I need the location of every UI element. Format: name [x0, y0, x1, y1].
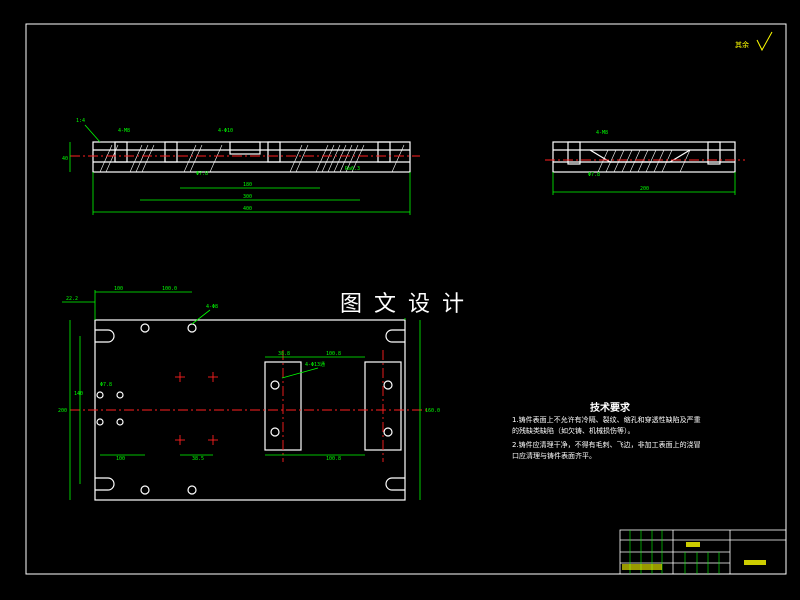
svg-text:100: 100: [114, 286, 123, 292]
svg-text:160.0: 160.0: [425, 408, 440, 414]
svg-text:38.8: 38.8: [278, 351, 290, 357]
svg-text:100: 100: [116, 456, 125, 462]
svg-text:Φ7.8: Φ7.8: [196, 171, 208, 177]
svg-text:200: 200: [640, 186, 649, 192]
svg-text:200: 200: [58, 408, 67, 414]
roughness-symbol: [756, 31, 773, 52]
tech-requirement-1b: 的残缺类缺陷（如欠铸、机械损伤等）。: [512, 427, 635, 435]
svg-text:4-Φ8: 4-Φ8: [206, 304, 218, 310]
svg-text:4-M8: 4-M8: [596, 130, 608, 136]
svg-text:140: 140: [74, 391, 83, 397]
tech-requirement-1a: 1.铸件表面上不允许有冷隔、裂纹、缩孔和穿透性缺陷及严重: [512, 416, 701, 424]
tech-requirements-title: 技术要求: [590, 403, 630, 414]
watermark-text: 图文设计: [338, 286, 479, 318]
tech-requirement-2b: 口应清理与铸件表面齐平。: [512, 452, 596, 460]
title-block: [619, 529, 787, 575]
svg-text:1:4: 1:4: [76, 118, 85, 124]
svg-text:180: 180: [243, 182, 252, 188]
svg-text:100.8: 100.8: [326, 351, 341, 357]
roughness-note: 其余: [735, 41, 749, 49]
svg-text:22.2: 22.2: [66, 296, 78, 302]
svg-text:4-Φ10: 4-Φ10: [218, 128, 233, 134]
svg-text:100.8: 100.8: [326, 456, 341, 462]
front-section-view: 400 300 180 40 1:4 4-M8 4-Φ10 Ra6.3 Φ7.8: [62, 118, 420, 215]
svg-text:4-M8: 4-M8: [118, 128, 130, 134]
svg-text:100.0: 100.0: [162, 286, 177, 292]
svg-text:400: 400: [243, 206, 252, 212]
tech-requirement-2a: 2.铸件应清理干净，不得有毛刺、飞边，非加工表面上的浇冒: [512, 441, 701, 449]
sheet-frame: [25, 23, 787, 575]
plan-view: 100 100.0 22.2 200 140 160.0 38.8 100.8 …: [58, 286, 440, 501]
svg-text:40: 40: [62, 156, 68, 162]
svg-text:Φ7.8: Φ7.8: [100, 382, 112, 388]
side-section-view: 200 4-M8 Φ7.8: [545, 130, 745, 195]
svg-text:38.5: 38.5: [192, 456, 204, 462]
svg-text:Φ7.8: Φ7.8: [588, 172, 600, 178]
svg-text:4-Φ13通: 4-Φ13通: [305, 361, 325, 368]
svg-text:Ra6.3: Ra6.3: [345, 166, 360, 172]
svg-text:300: 300: [243, 194, 252, 200]
